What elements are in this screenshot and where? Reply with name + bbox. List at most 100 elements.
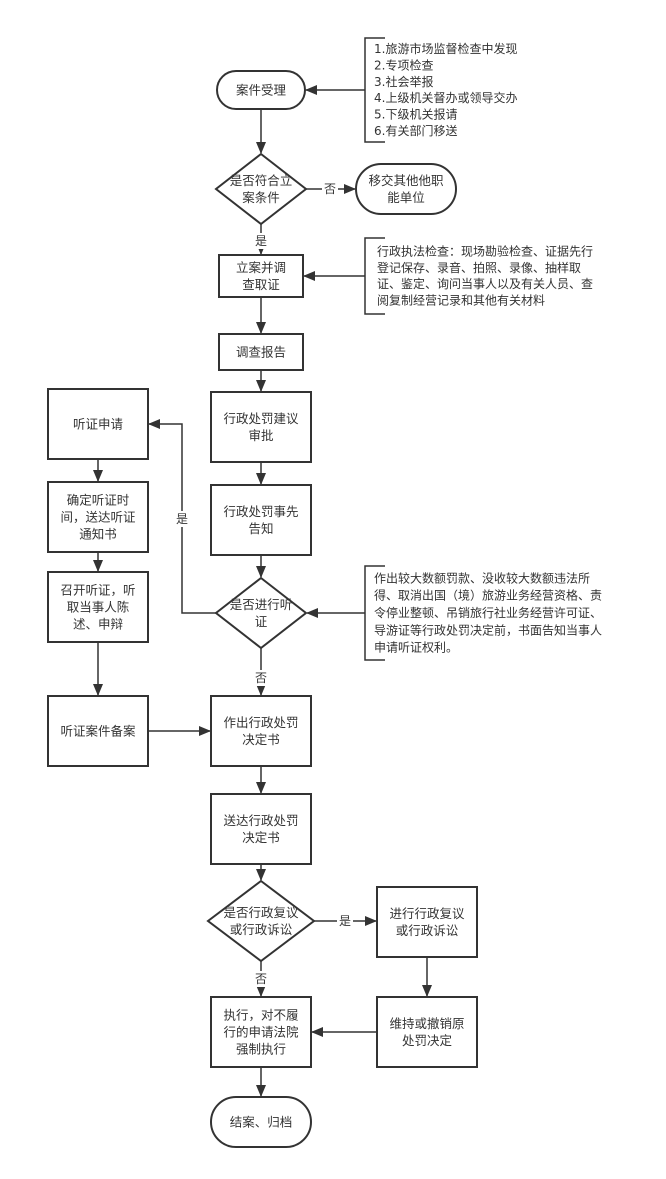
node-box [47, 571, 149, 643]
note-line: 作出较大数额罚款、没收较大数额违法所 [374, 570, 590, 585]
node-label-line: 调查报告 [236, 345, 286, 360]
node-label-line: 或行政诉讼 [230, 922, 293, 937]
label-background [337, 913, 353, 929]
node-label-line: 案件受理 [236, 83, 287, 98]
note-line: 得、取消出国（境）旅游业务经营资格、责 [374, 588, 602, 603]
node-box [210, 484, 312, 556]
note-line: 登记保存、录音、拍照、录像、抽样取 [377, 260, 581, 275]
node-close: 结案、归档 [210, 1096, 312, 1148]
node-label-line: 取当事人陈 [67, 600, 130, 615]
label-background [322, 181, 338, 197]
node-label-line: 维持或撤销原 [389, 1016, 464, 1031]
node-label-line: 是否符合立 [230, 173, 293, 188]
node-box [47, 388, 149, 460]
note-case-sources: 1.旅游市场监督检查中发现2.专项检查3.社会举报4.上级机关督办或领导交办5.… [364, 37, 517, 143]
note-line: 3.社会举报 [374, 74, 433, 89]
node-label-line: 证 [255, 614, 268, 629]
node-box [47, 695, 149, 767]
node-label-line: 召开听证，听 [60, 583, 135, 598]
node-label-line: 进行行政复议 [389, 906, 465, 921]
node-label-line: 作出行政处罚 [223, 715, 298, 730]
edge-label-text: 否 [255, 671, 267, 685]
node-label-line: 审批 [248, 428, 273, 443]
node-label-line: 告知 [248, 521, 273, 536]
node-box [210, 695, 312, 767]
edge-label-text: 是 [176, 512, 188, 526]
node-box [218, 333, 304, 371]
node-label-line: 确定听证时 [67, 493, 130, 508]
note-line: 令停业整顿、吊销旅行社业务经营许可证、 [374, 605, 602, 620]
node-label-line: 间，送达听证 [60, 510, 136, 525]
note-line: 6.有关部门移送 [374, 123, 457, 138]
label-review-no: 否 [253, 971, 269, 987]
note-line: 导游证等行政处罚决定前，书面告知当事人 [374, 622, 602, 637]
label-meets-yes: 是 [253, 233, 269, 249]
terminal-box [216, 70, 306, 110]
node-label-line: 能单位 [387, 190, 425, 205]
node-label-line: 或行政诉讼 [396, 923, 459, 938]
node-report: 调查报告 [218, 333, 304, 371]
node-label-line: 立案并调 [236, 260, 286, 275]
decision-diamond [214, 152, 308, 226]
connector-layer [93, 85, 432, 1097]
node-label-line: 执行，对不履 [223, 1008, 298, 1023]
label-review-yes: 是 [337, 913, 353, 929]
node-box [210, 793, 312, 865]
note-inspection-methods: 行政执法检查：现场勘验检查、证据先行登记保存、录音、拍照、录像、抽样取证、鉴定、… [364, 237, 593, 315]
node-box [210, 996, 312, 1068]
node-label-line: 听证申请 [73, 417, 123, 432]
node-hearing-apply: 听证申请 [47, 388, 149, 460]
node-box [47, 481, 149, 553]
node-label-line: 行的申请法院 [223, 1025, 299, 1040]
note-bracket [364, 237, 385, 315]
note-line: 阅复制经营记录和其他有关材料 [377, 294, 545, 308]
node-label-line: 决定书 [242, 830, 280, 845]
node-label-line: 强制执行 [236, 1042, 286, 1057]
terminal-box [210, 1096, 312, 1148]
note-bracket [364, 37, 385, 143]
note-line: 4.上级机关督办或领导交办 [374, 90, 517, 105]
node-label-line: 结案、归档 [230, 1115, 293, 1130]
node-label-line: 通知书 [79, 527, 117, 542]
node-box [376, 886, 478, 958]
label-background [174, 511, 190, 527]
note-bracket [364, 565, 385, 661]
node-label-line: 案条件 [242, 190, 280, 205]
node-label-line: 行政处罚建议 [223, 411, 299, 426]
node-label-line: 处罚决定 [402, 1033, 452, 1048]
label-background [253, 670, 269, 686]
edge-label-text: 否 [324, 182, 336, 196]
edge-label-text: 是 [339, 914, 351, 928]
node-label-line: 行政处罚事先 [223, 504, 298, 519]
note-line: 申请听证权利。 [374, 641, 458, 655]
note-line: 证、鉴定、询问当事人以及有关人员、查 [377, 276, 593, 291]
node-label-line: 查取证 [242, 277, 280, 292]
decision-diamond [206, 879, 316, 963]
node-label-line: 移交其他他职 [368, 173, 443, 188]
node-box [376, 996, 478, 1068]
label-background [253, 971, 269, 987]
node-box [218, 254, 304, 298]
node-accept: 案件受理 [216, 70, 306, 110]
node-label-line: 述、申辩 [73, 617, 123, 632]
node-box [210, 391, 312, 463]
note-line: 行政执法检查：现场勘验检查、证据先行 [377, 243, 593, 258]
label-hearing-no: 否 [253, 670, 269, 686]
label-meets-no: 否 [322, 181, 338, 197]
note-hearing-right: 作出较大数额罚款、没收较大数额违法所得、取消出国（境）旅游业务经营资格、责令停业… [364, 565, 602, 661]
label-background [253, 233, 269, 249]
